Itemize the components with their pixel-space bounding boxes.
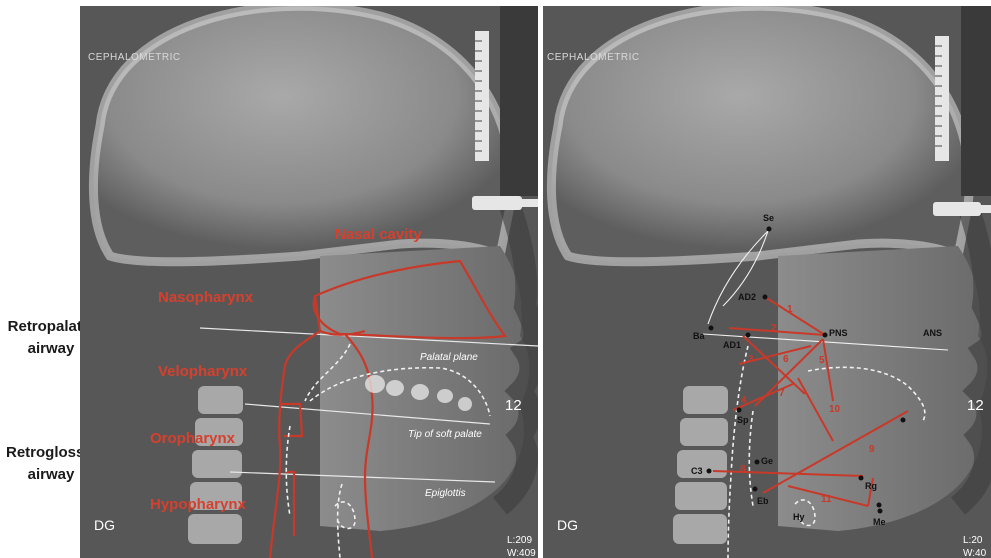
landmark-ans: ANS [923, 328, 942, 338]
left-corner-dg: DG [94, 517, 115, 533]
label-nasal-cavity: Nasal cavity [335, 226, 422, 243]
landmark-eb: Eb [757, 496, 769, 506]
label-velopharynx: Velopharynx [158, 363, 248, 380]
landmark-ad1: AD1 [723, 340, 741, 350]
landmark-hy: Hy [793, 512, 805, 522]
landmark-ge: Ge [761, 456, 773, 466]
skull-vault [93, 6, 511, 262]
skull-vault-right [551, 6, 969, 262]
landmark-rgn: Rg [865, 481, 877, 491]
right-corner-l: L:20 [963, 535, 983, 546]
left-corner-w: W:409 [507, 548, 536, 558]
left-edge-number: 12 [505, 397, 522, 414]
right-corner-dg: DG [557, 517, 578, 533]
measure-1: 1 [787, 304, 793, 315]
left-header: CEPHALOMETRIC [88, 52, 181, 63]
label-hypopharynx: Hypopharynx [150, 496, 247, 513]
measure-4: 4 [741, 395, 747, 406]
landmark-c3: C3 [691, 466, 703, 476]
measure-11: 11 [821, 494, 832, 505]
measure-9: 9 [869, 444, 875, 455]
measure-10: 10 [829, 404, 841, 415]
measure-3: 3 [748, 354, 754, 365]
measure-6: 6 [783, 354, 789, 365]
landmark-sp: Sp [737, 415, 749, 425]
label-oropharynx: Oropharynx [150, 430, 236, 447]
right-corner-w: W:40 [963, 548, 987, 558]
right-edge-number: 12 [967, 397, 984, 414]
label-nasopharynx: Nasopharynx [158, 289, 254, 306]
measure-7: 7 [779, 388, 785, 399]
left-radiograph-panel: CEPHALOMETRIC Nasal cavity Nasopharynx V… [80, 6, 538, 558]
landmark-me: Me [873, 517, 886, 527]
label-epiglottis: Epiglottis [425, 488, 466, 499]
landmark-se: Se [763, 213, 774, 223]
landmark-ba: Ba [693, 331, 705, 341]
measure-8: 8 [740, 464, 746, 475]
left-corner-l: L:209 [507, 535, 532, 546]
left-radiograph: CEPHALOMETRIC Nasal cavity Nasopharynx V… [80, 6, 538, 558]
label-palatal-plane: Palatal plane [420, 352, 478, 363]
right-header: CEPHALOMETRIC [547, 52, 640, 63]
measure-2: 2 [771, 323, 777, 334]
right-radiograph: Se AD2 Ba AD1 PNS ANS Sp Ge C3 Eb Hy Rg … [543, 6, 991, 558]
right-radiograph-panel: Se AD2 Ba AD1 PNS ANS Sp Ge C3 Eb Hy Rg … [543, 6, 991, 558]
landmark-ad2: AD2 [738, 292, 756, 302]
label-soft-palate: Tip of soft palate [408, 429, 482, 440]
landmark-pns: PNS [829, 328, 848, 338]
measure-5: 5 [819, 355, 825, 366]
